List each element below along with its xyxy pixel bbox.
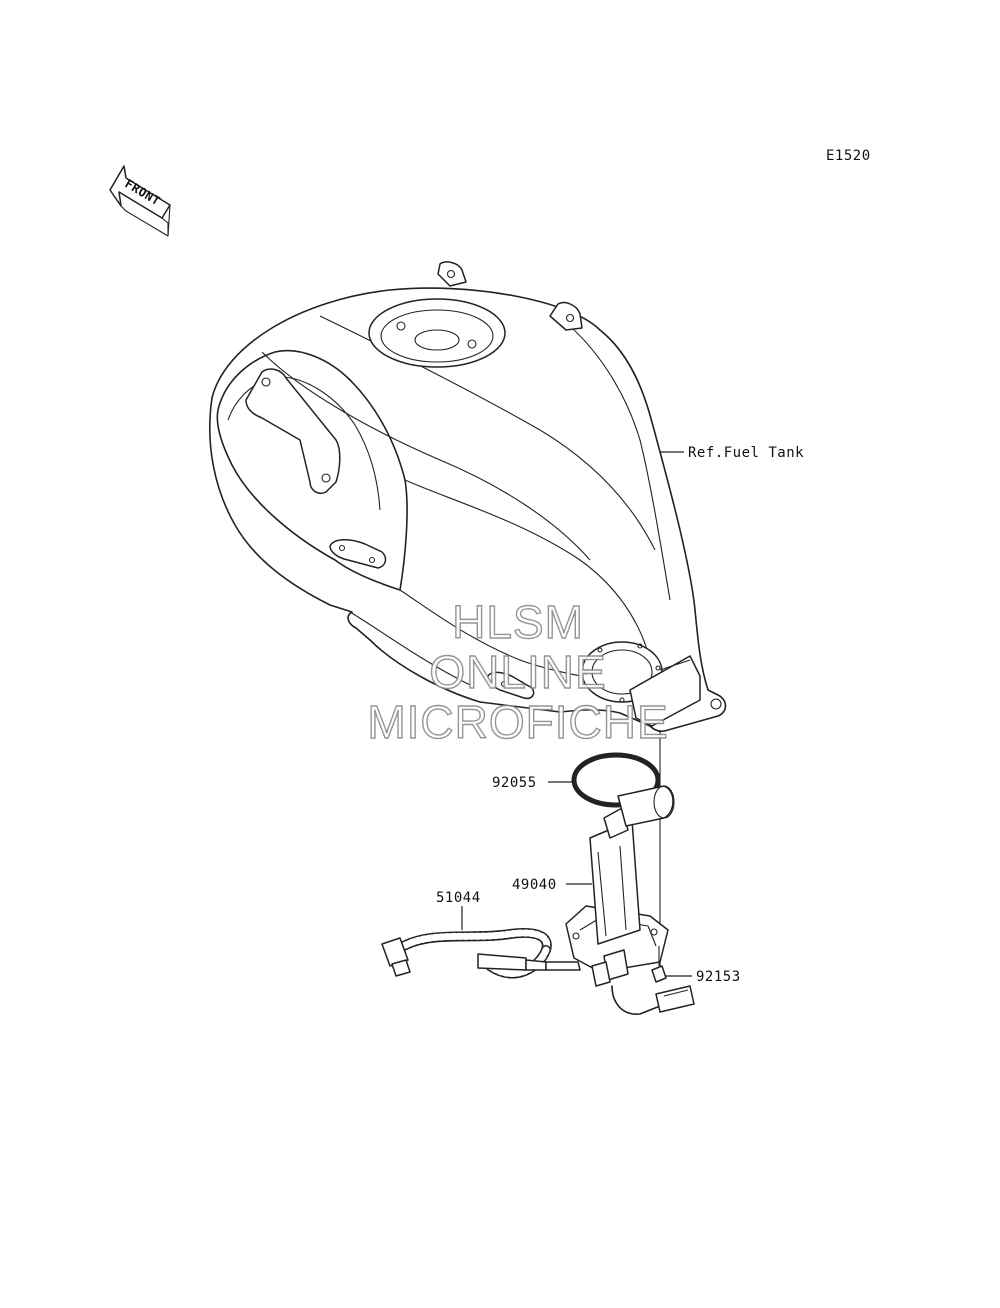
wire-lead-part-number: 51044 [436, 890, 481, 906]
wire-lead [381, 928, 581, 979]
gasket-ring [571, 752, 661, 808]
bolt-part-number: 92153 [696, 969, 741, 985]
watermark: HLSM ONLINE MICROFICHE [367, 595, 669, 748]
fuel-tank-ref-label: Ref.Fuel Tank [688, 445, 804, 461]
fuel-pump-assembly [565, 785, 695, 1015]
watermark-line-1: HLSM [452, 596, 584, 648]
fuel-tank [209, 261, 727, 733]
bolt [651, 946, 667, 983]
gasket-part-number: 92055 [492, 775, 537, 791]
front-arrow-icon: FRONT [109, 165, 171, 237]
diagram-code: E1520 [826, 148, 871, 164]
fuel-pump-part-number: 49040 [512, 877, 557, 893]
watermark-line-2: ONLINE [429, 646, 606, 698]
watermark-line-3: MICROFICHE [367, 696, 668, 748]
